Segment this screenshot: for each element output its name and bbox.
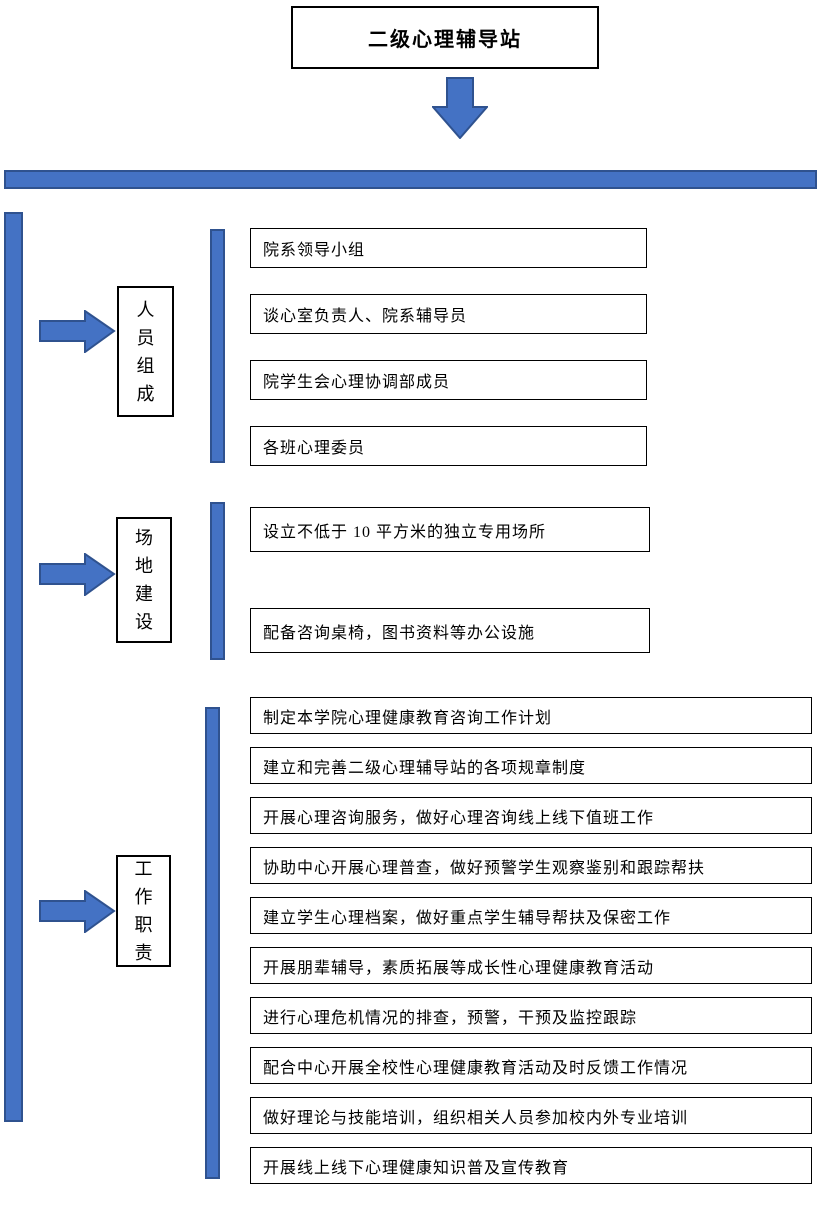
page-title: 二级心理辅导站 [368, 29, 522, 51]
item-box: 开展朋辈辅导，素质拓展等成长性心理健康教育活动 [250, 947, 812, 984]
item-box: 设立不低于 10 平方米的独立专用场所 [250, 507, 650, 552]
section-label-box-venue: 场 地 建 设 [116, 517, 172, 643]
section-label: 人 员 组 成 [136, 299, 155, 404]
item-list-duties: 制定本学院心理健康教育咨询工作计划 建立和完善二级心理辅导站的各项规章制度 开展… [250, 697, 812, 1184]
item-box: 配合中心开展全校性心理健康教育活动及时反馈工作情况 [250, 1047, 812, 1084]
item-box: 开展线上线下心理健康知识普及宣传教育 [250, 1147, 812, 1184]
item-box: 各班心理委员 [250, 426, 647, 466]
item-box: 协助中心开展心理普查，做好预警学生观察鉴别和跟踪帮扶 [250, 847, 812, 884]
root-title-box: 二级心理辅导站 [291, 6, 599, 69]
arrow-right-icon [39, 553, 116, 596]
section-vertical-bar-personnel [210, 229, 225, 463]
item-box: 配备咨询桌椅，图书资料等办公设施 [250, 608, 650, 653]
item-box: 建立学生心理档案，做好重点学生辅导帮扶及保密工作 [250, 897, 812, 934]
item-box: 院学生会心理协调部成员 [250, 360, 647, 400]
item-box: 建立和完善二级心理辅导站的各项规章制度 [250, 747, 812, 784]
trunk-horizontal-bar [4, 170, 817, 189]
arrow-down-icon [432, 77, 488, 139]
section-vertical-bar-venue [210, 502, 225, 660]
item-box: 做好理论与技能培训，组织相关人员参加校内外专业培训 [250, 1097, 812, 1134]
item-box: 谈心室负责人、院系辅导员 [250, 294, 647, 334]
item-box: 制定本学院心理健康教育咨询工作计划 [250, 697, 812, 734]
arrow-right-icon [39, 890, 116, 933]
item-list-venue: 设立不低于 10 平方米的独立专用场所 配备咨询桌椅，图书资料等办公设施 [250, 507, 650, 653]
section-label-box-personnel: 人 员 组 成 [117, 286, 174, 417]
item-list-personnel: 院系领导小组 谈心室负责人、院系辅导员 院学生会心理协调部成员 各班心理委员 [250, 228, 647, 466]
trunk-vertical-bar [4, 212, 23, 1122]
arrow-right-icon [39, 310, 116, 353]
item-box: 开展心理咨询服务，做好心理咨询线上线下值班工作 [250, 797, 812, 834]
section-label-box-duties: 工 作 职 责 [116, 855, 171, 967]
item-box: 进行心理危机情况的排查，预警，干预及监控跟踪 [250, 997, 812, 1034]
item-box: 院系领导小组 [250, 228, 647, 268]
section-label: 工 作 职 责 [134, 859, 153, 963]
section-label: 场 地 建 设 [135, 528, 153, 632]
section-vertical-bar-duties [205, 707, 220, 1179]
